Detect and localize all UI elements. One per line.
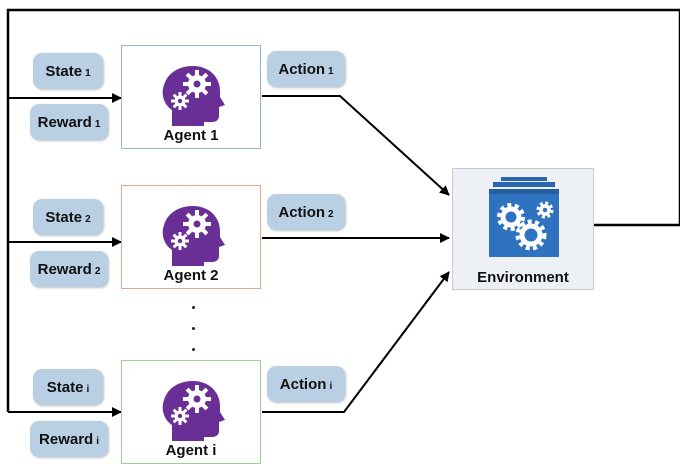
agent-box-i: Agent i — [121, 360, 261, 464]
action-subscript: i — [329, 380, 333, 392]
head-gears-icon — [162, 66, 225, 126]
ellipsis-dot — [192, 327, 195, 330]
action-subscript: 2 — [328, 208, 334, 220]
state-label: State — [45, 62, 83, 80]
state-label: State — [46, 378, 84, 396]
state-subscript: 2 — [85, 213, 91, 225]
state-subscript: i — [86, 383, 90, 395]
action-label: Action — [278, 203, 326, 221]
reward-label: Reward — [39, 430, 94, 448]
agent-box-2: Agent 2 — [121, 185, 261, 289]
ellipsis-dot — [192, 306, 195, 309]
feedback-loop-line — [6, 8, 680, 412]
reward-label: Reward — [37, 113, 92, 131]
action-label: Action — [278, 60, 326, 78]
reward-subscript: 2 — [94, 265, 101, 277]
gears-cube-icon — [489, 177, 559, 257]
action-arrow-agent-1 — [262, 95, 450, 196]
agent-label: Agent 1 — [163, 127, 219, 144]
state-subscript: 1 — [85, 67, 91, 79]
action-subscript: 1 — [328, 65, 334, 77]
head-gears-icon — [162, 206, 225, 266]
environment-label: Environment — [477, 269, 569, 286]
reward-subscript: i — [96, 435, 99, 447]
head-gears-icon — [162, 381, 225, 441]
agent-label: Agent i — [165, 442, 217, 459]
state-label: State — [45, 208, 83, 226]
agent-label: Agent 2 — [163, 267, 219, 284]
environment-box: Environment — [452, 168, 594, 290]
action-arrow-agent-i — [262, 271, 450, 413]
reward-label: Reward — [37, 260, 92, 278]
action-label: Action — [279, 375, 327, 393]
agent-box-1: Agent 1 — [121, 45, 261, 149]
ellipsis-dot — [192, 348, 195, 351]
reward-subscript: 1 — [94, 118, 101, 130]
